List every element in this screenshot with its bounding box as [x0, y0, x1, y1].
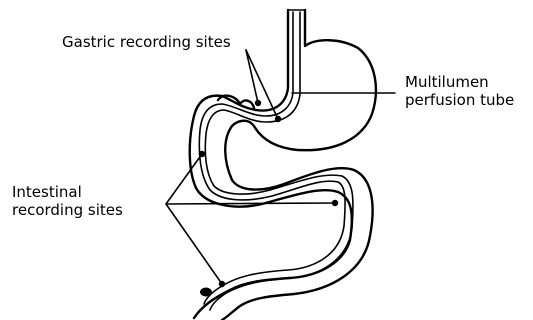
stomach-lesser-curvature — [194, 10, 288, 116]
recording-sites — [199, 100, 338, 297]
intestinal-leader-1 — [166, 154, 202, 204]
tube-label-line2: perfusion tube — [405, 91, 514, 109]
tube-tip-balloon — [200, 288, 212, 297]
intestinal-leader-3 — [166, 204, 222, 284]
intestine-inner-wall — [222, 168, 373, 320]
tube-label-line1: Multilumen — [405, 73, 489, 91]
perfusion-tube — [199, 12, 353, 310]
tube-line-a — [199, 12, 345, 304]
intestinal-leader-2 — [166, 203, 335, 204]
intestinal-sites-label-line1: Intestinal — [12, 183, 82, 201]
gastric-leader-1 — [246, 50, 258, 103]
gastric-sites-label: Gastric recording sites — [62, 33, 231, 51]
intestinal-sites-label-line2: recording sites — [12, 201, 123, 219]
intestine-outer-wall — [190, 116, 352, 318]
